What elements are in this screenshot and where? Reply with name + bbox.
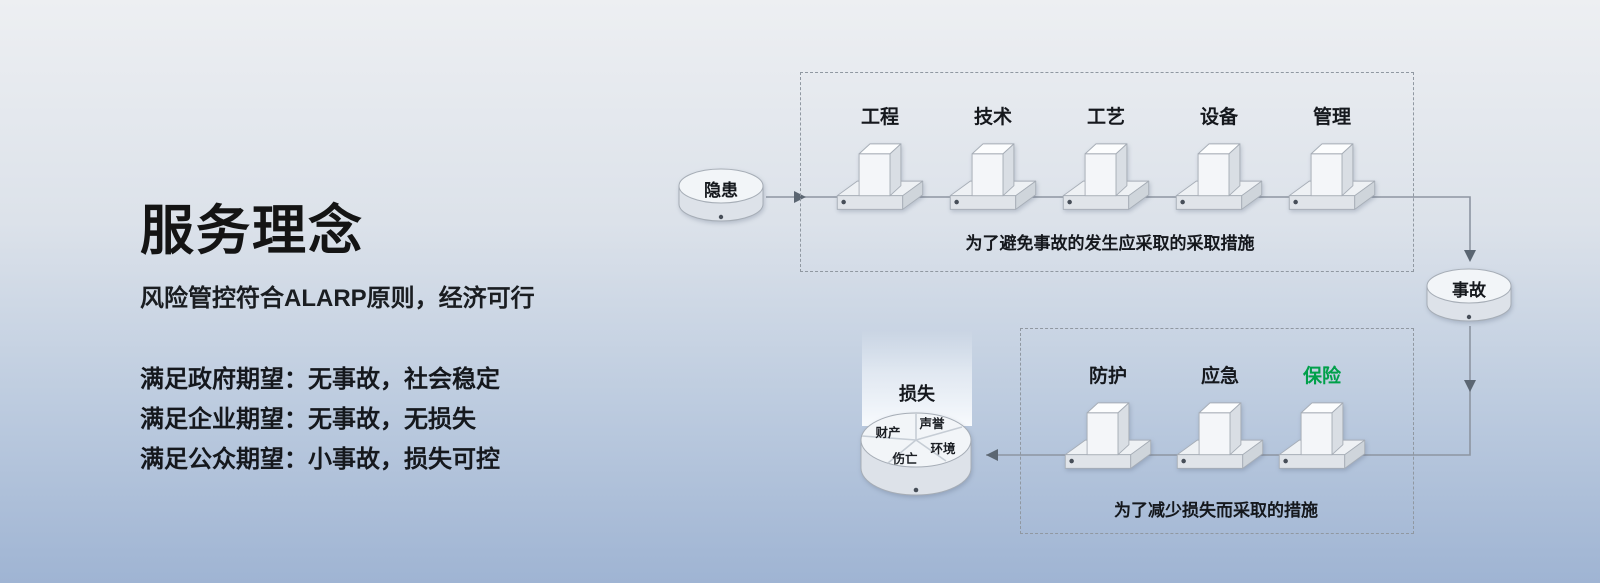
barrier-label: 工艺 <box>1086 107 1125 128</box>
barrier-label: 工程 <box>860 107 899 128</box>
arrow-into-accident <box>1464 250 1476 262</box>
barrier-protection: 防护 <box>1058 365 1158 482</box>
loss-segment-label: 环境 <box>930 441 956 456</box>
barrier-label: 管理 <box>1312 107 1351 128</box>
mitigation-caption: 为了减少损失而采取的措施 <box>1114 501 1318 520</box>
prevention-box <box>800 72 1414 272</box>
expectation-government: 满足政府期望：无事故，社会稳定 <box>140 366 500 393</box>
loss-pie-chart: 财产 声誉 伤亡 环境 <box>860 412 972 496</box>
arrow-down-from-accident <box>1464 380 1476 392</box>
barrier-equipment: 设备 <box>1169 106 1269 223</box>
barrier-block-icon <box>830 132 930 223</box>
barrier-block-icon <box>1272 391 1372 482</box>
expectation-public: 满足公众期望：小事故，损失可控 <box>140 446 500 473</box>
hazard-node: 隐患 <box>676 164 766 226</box>
barrier-label: 设备 <box>1199 107 1238 128</box>
accident-label: 事故 <box>1452 281 1486 300</box>
loss-segment-label: 声誉 <box>918 416 945 431</box>
hazard-label: 隐患 <box>704 181 738 200</box>
barrier-block-icon <box>1056 132 1156 223</box>
page-title: 服务理念 <box>140 201 364 261</box>
barrier-block-icon <box>943 132 1043 223</box>
accident-node: 事故 <box>1424 264 1514 326</box>
barrier-block-icon <box>1169 132 1269 223</box>
barrier-management: 管理 <box>1282 106 1382 223</box>
loss-glow <box>862 330 972 426</box>
barrier-label: 防护 <box>1088 366 1127 387</box>
barrier-insurance: 保险 <box>1272 365 1372 482</box>
barrier-label: 技术 <box>973 107 1012 128</box>
loss-label: 损失 <box>899 384 935 404</box>
prevention-caption: 为了避免事故的发生应采取的采取措施 <box>965 234 1255 253</box>
barrier-label: 应急 <box>1200 366 1239 387</box>
pie-divider-lines <box>861 413 963 464</box>
barrier-block-icon <box>1058 391 1158 482</box>
arrow-into-loss <box>986 449 998 461</box>
mitigation-box <box>1020 328 1414 534</box>
expectation-enterprise: 满足企业期望：无事故，无损失 <box>140 406 476 433</box>
loss-node: 财产 声誉 伤亡 环境 <box>858 410 974 498</box>
barrier-emergency: 应急 <box>1170 365 1270 482</box>
barrier-block-icon <box>1170 391 1270 482</box>
loss-segment-label: 财产 <box>874 425 900 440</box>
barrier-technology: 技术 <box>943 106 1043 223</box>
barrier-engineering: 工程 <box>830 106 930 223</box>
loss-segment-label: 伤亡 <box>891 451 918 466</box>
barrier-process: 工艺 <box>1056 106 1156 223</box>
subtitle: 风险管控符合ALARP原则，经济可行 <box>140 285 535 312</box>
expectations: 满足政府期望：无事故，社会稳定 满足企业期望：无事故，无损失 满足公众期望：小事… <box>140 360 780 480</box>
barrier-block-icon <box>1282 132 1382 223</box>
barrier-label: 保险 <box>1302 366 1341 387</box>
